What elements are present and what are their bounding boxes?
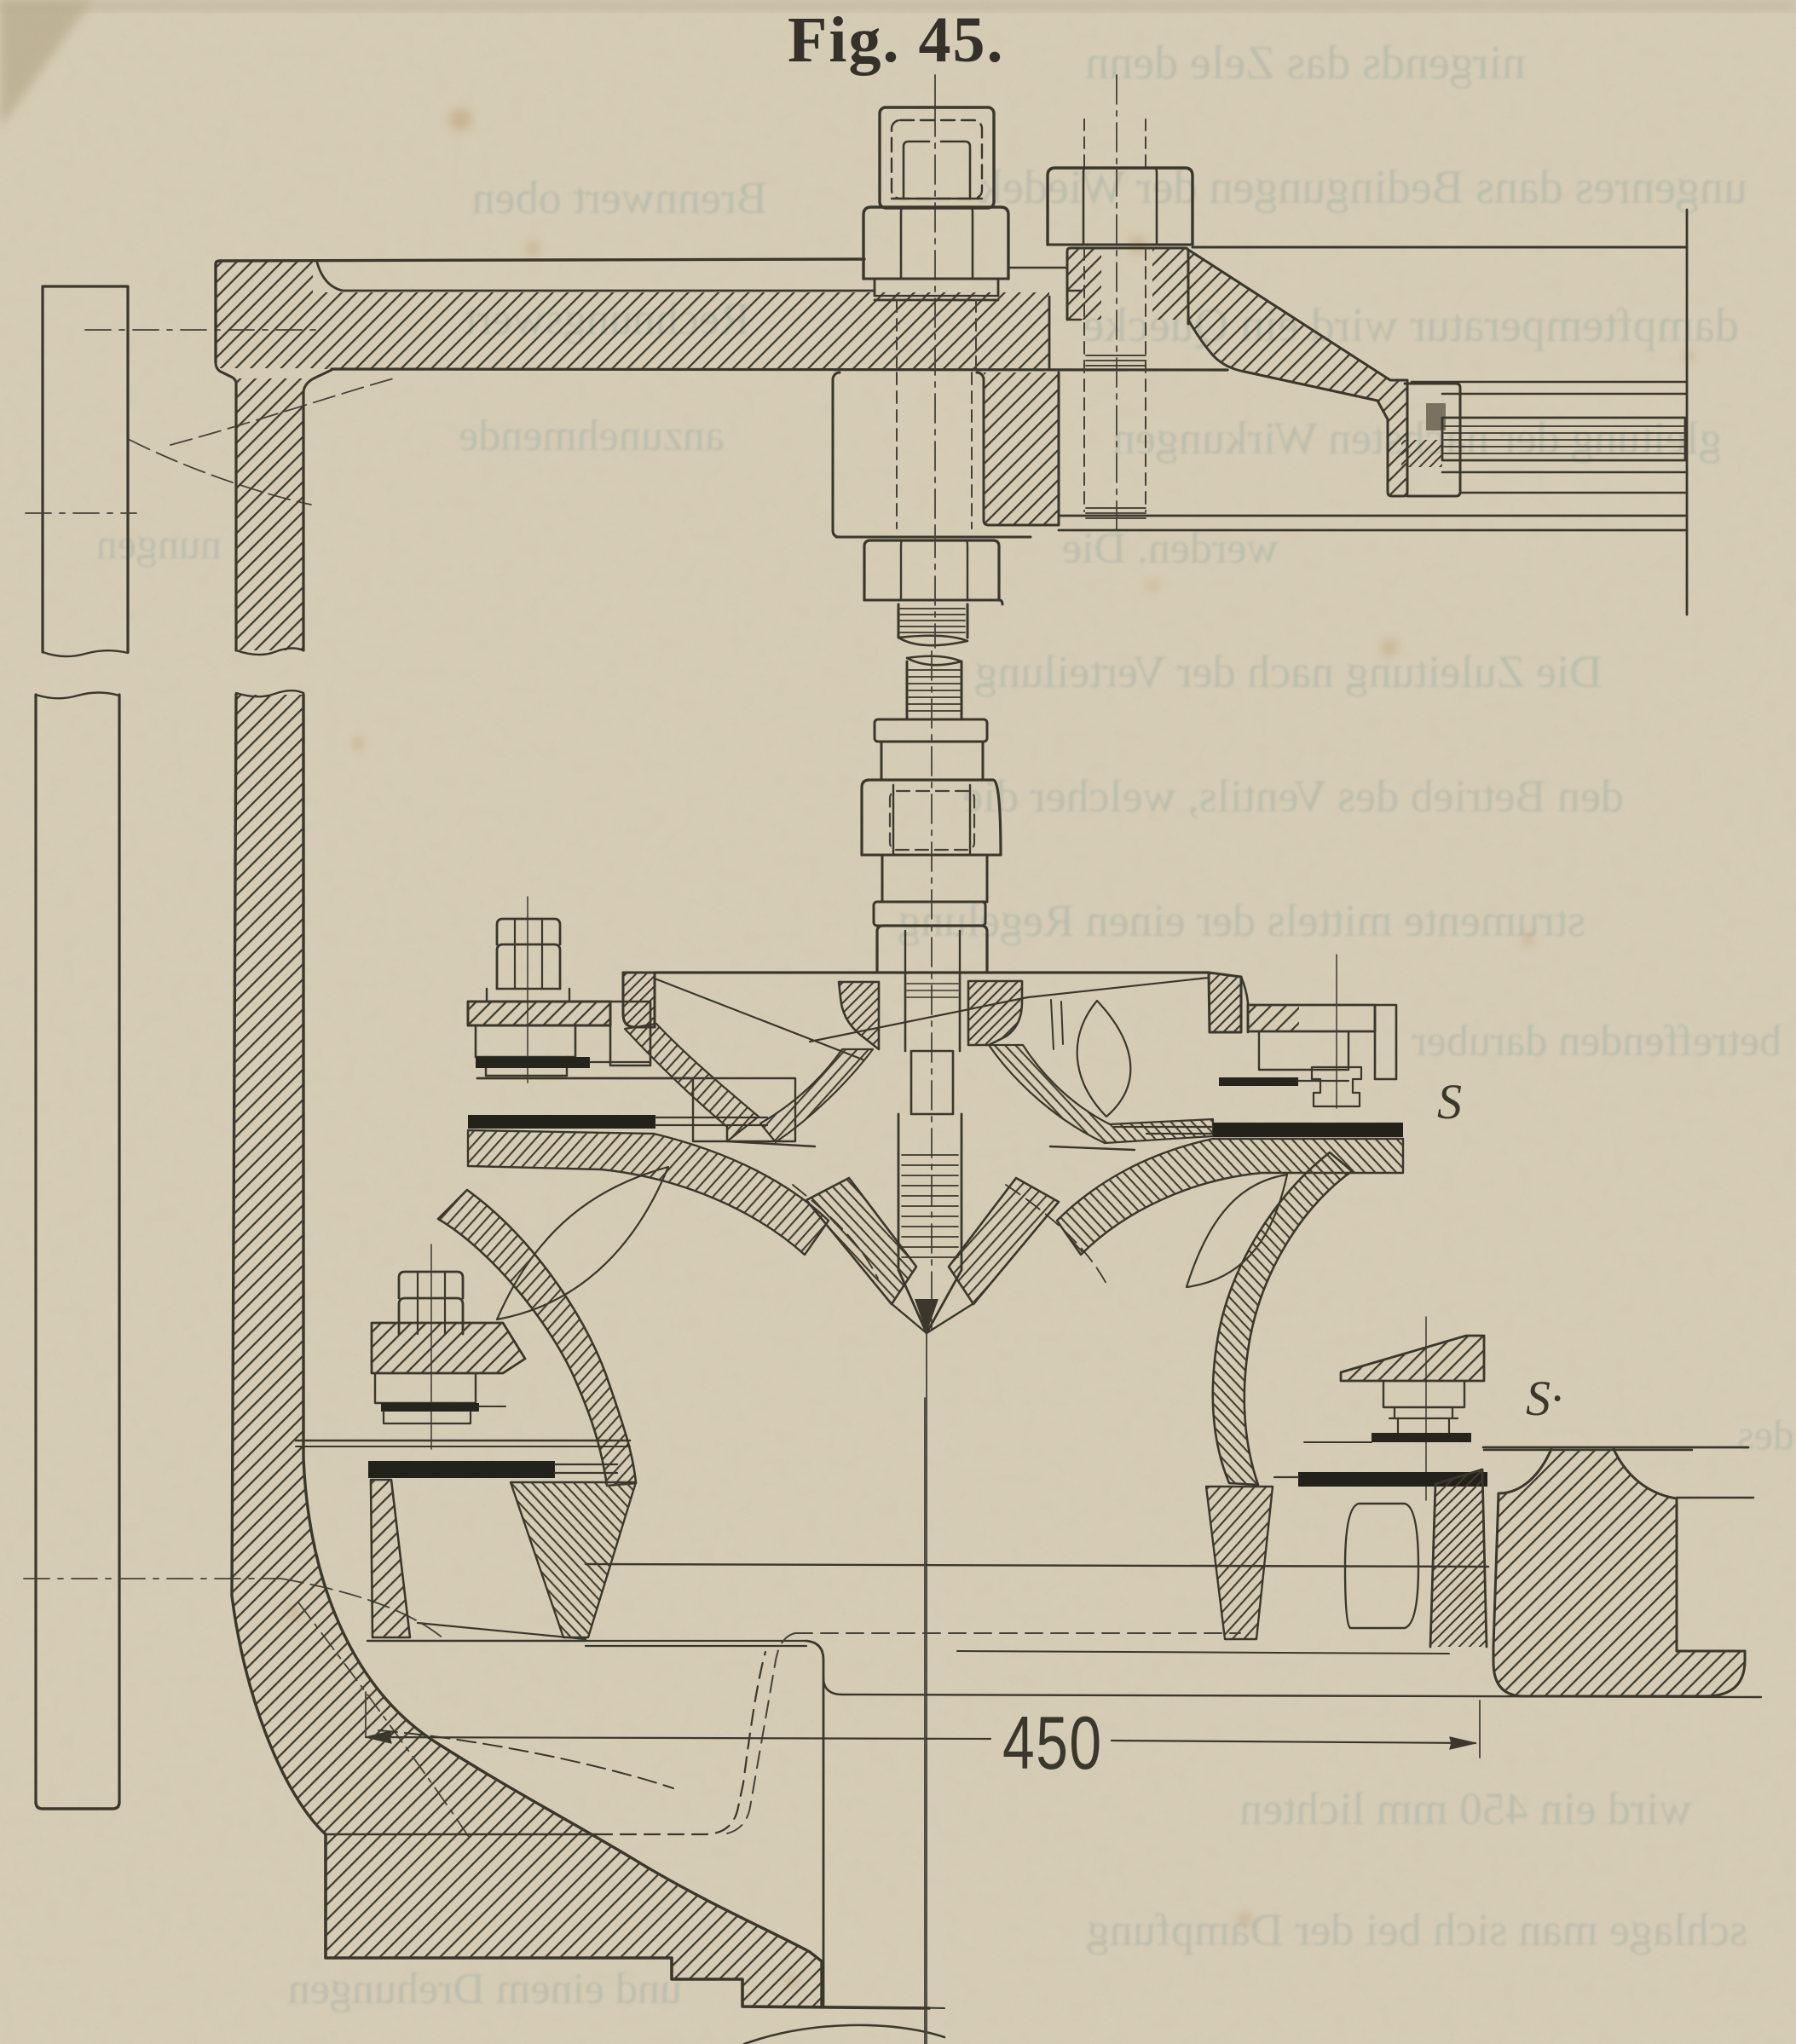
svg-text:betreffenden daruber: betreffenden daruber — [1412, 1017, 1782, 1065]
svg-text:450: 450 — [1002, 1700, 1103, 1785]
svg-text:und einem Drehungen: und einem Drehungen — [288, 1965, 682, 2013]
svg-text:nirgends das Zele denn: nirgends das Zele denn — [1085, 37, 1526, 89]
svg-text:des: des — [1737, 1411, 1794, 1458]
svg-text:werden. Die: werden. Die — [1062, 524, 1279, 573]
svg-text:Brennwert oben: Brennwert oben — [472, 172, 767, 223]
svg-text:wird ein 450 mm lichten: wird ein 450 mm lichten — [1239, 1783, 1692, 1834]
svg-text:den Betrieb des Ventils, welch: den Betrieb des Ventils, welcher die — [962, 771, 1624, 822]
svg-text:anzunehmende: anzunehmende — [459, 412, 725, 460]
svg-text:S: S — [1437, 1074, 1462, 1129]
svg-text:strumente mittels der einen Re: strumente mittels der einen Regelung — [898, 895, 1585, 946]
svg-text:ungenres dans Bedingungen der: ungenres dans Bedingungen der Wiedek — [979, 161, 1747, 214]
svg-text:Die Zuleitung nach der Verteil: Die Zuleitung nach der Verteilung — [974, 646, 1603, 697]
svg-text:schlage man sich bei der Dampf: schlage man sich bei der Dampfung — [1087, 1904, 1747, 1955]
svg-text:S·: S· — [1526, 1371, 1563, 1426]
svg-text:nungen: nungen — [96, 520, 222, 568]
svg-text:Fig. 45.: Fig. 45. — [788, 4, 1005, 76]
